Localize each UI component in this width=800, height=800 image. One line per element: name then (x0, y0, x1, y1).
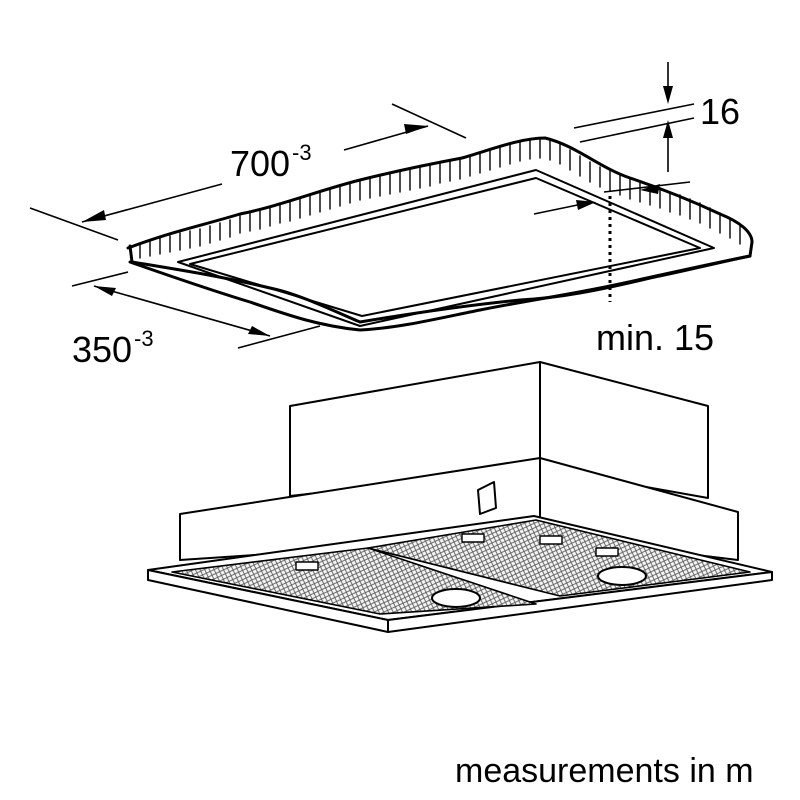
hood-unit (147, 361, 773, 633)
width-tolerance-label: -3 (292, 140, 312, 165)
width-dim-left (81, 183, 223, 223)
cutout-hatching (139, 138, 741, 259)
depth-ext-left (71, 271, 129, 287)
depth-ext-right (237, 325, 321, 349)
ceiling-cutout (126, 136, 754, 332)
thickness-ext-top (573, 103, 695, 129)
hood-latch (477, 481, 497, 515)
clearance-label: min. 15 (596, 317, 714, 358)
filter-tab-4 (595, 547, 619, 557)
filter-tab-2 (461, 533, 485, 543)
arrowhead-clearance-top (640, 184, 660, 194)
lamp-left (431, 588, 481, 608)
clearance-ext (603, 181, 691, 193)
thickness-value-label: 16 (700, 91, 740, 132)
filter-tab-1 (295, 561, 319, 571)
measurement-unit-note: measurements in m (455, 752, 754, 790)
width-ext-right (391, 103, 467, 139)
thickness-ext-bottom (579, 117, 695, 143)
cutout-bottom-edge (128, 254, 752, 332)
depth-value-label: 350 (72, 329, 132, 370)
arrowhead-clearance (576, 200, 596, 210)
width-ext-left (29, 207, 119, 241)
cutout-opening-outer (177, 169, 715, 327)
arrowhead-thickness-top (663, 86, 673, 104)
dimension-lines (29, 62, 695, 349)
arrowhead-depth-left (94, 286, 116, 296)
cutout-opening-inner (189, 177, 701, 317)
arrowhead-width-right (404, 124, 428, 134)
hood-base-edge-right (387, 571, 773, 633)
hood-top-box-side (539, 361, 709, 499)
lamp-right (597, 566, 647, 586)
cutout-thickness-band (128, 240, 754, 324)
depth-tolerance-label: -3 (134, 326, 154, 351)
filter-tab-3 (539, 535, 563, 545)
width-value-label: 700 (230, 143, 290, 184)
dimension-arrowheads (82, 86, 673, 336)
arrowhead-thickness-bottom (663, 120, 673, 138)
cutout-top-edge (126, 136, 754, 250)
arrowhead-depth-right (248, 326, 270, 336)
arrowhead-width-left (82, 210, 106, 222)
depth-dim-top (93, 285, 271, 337)
